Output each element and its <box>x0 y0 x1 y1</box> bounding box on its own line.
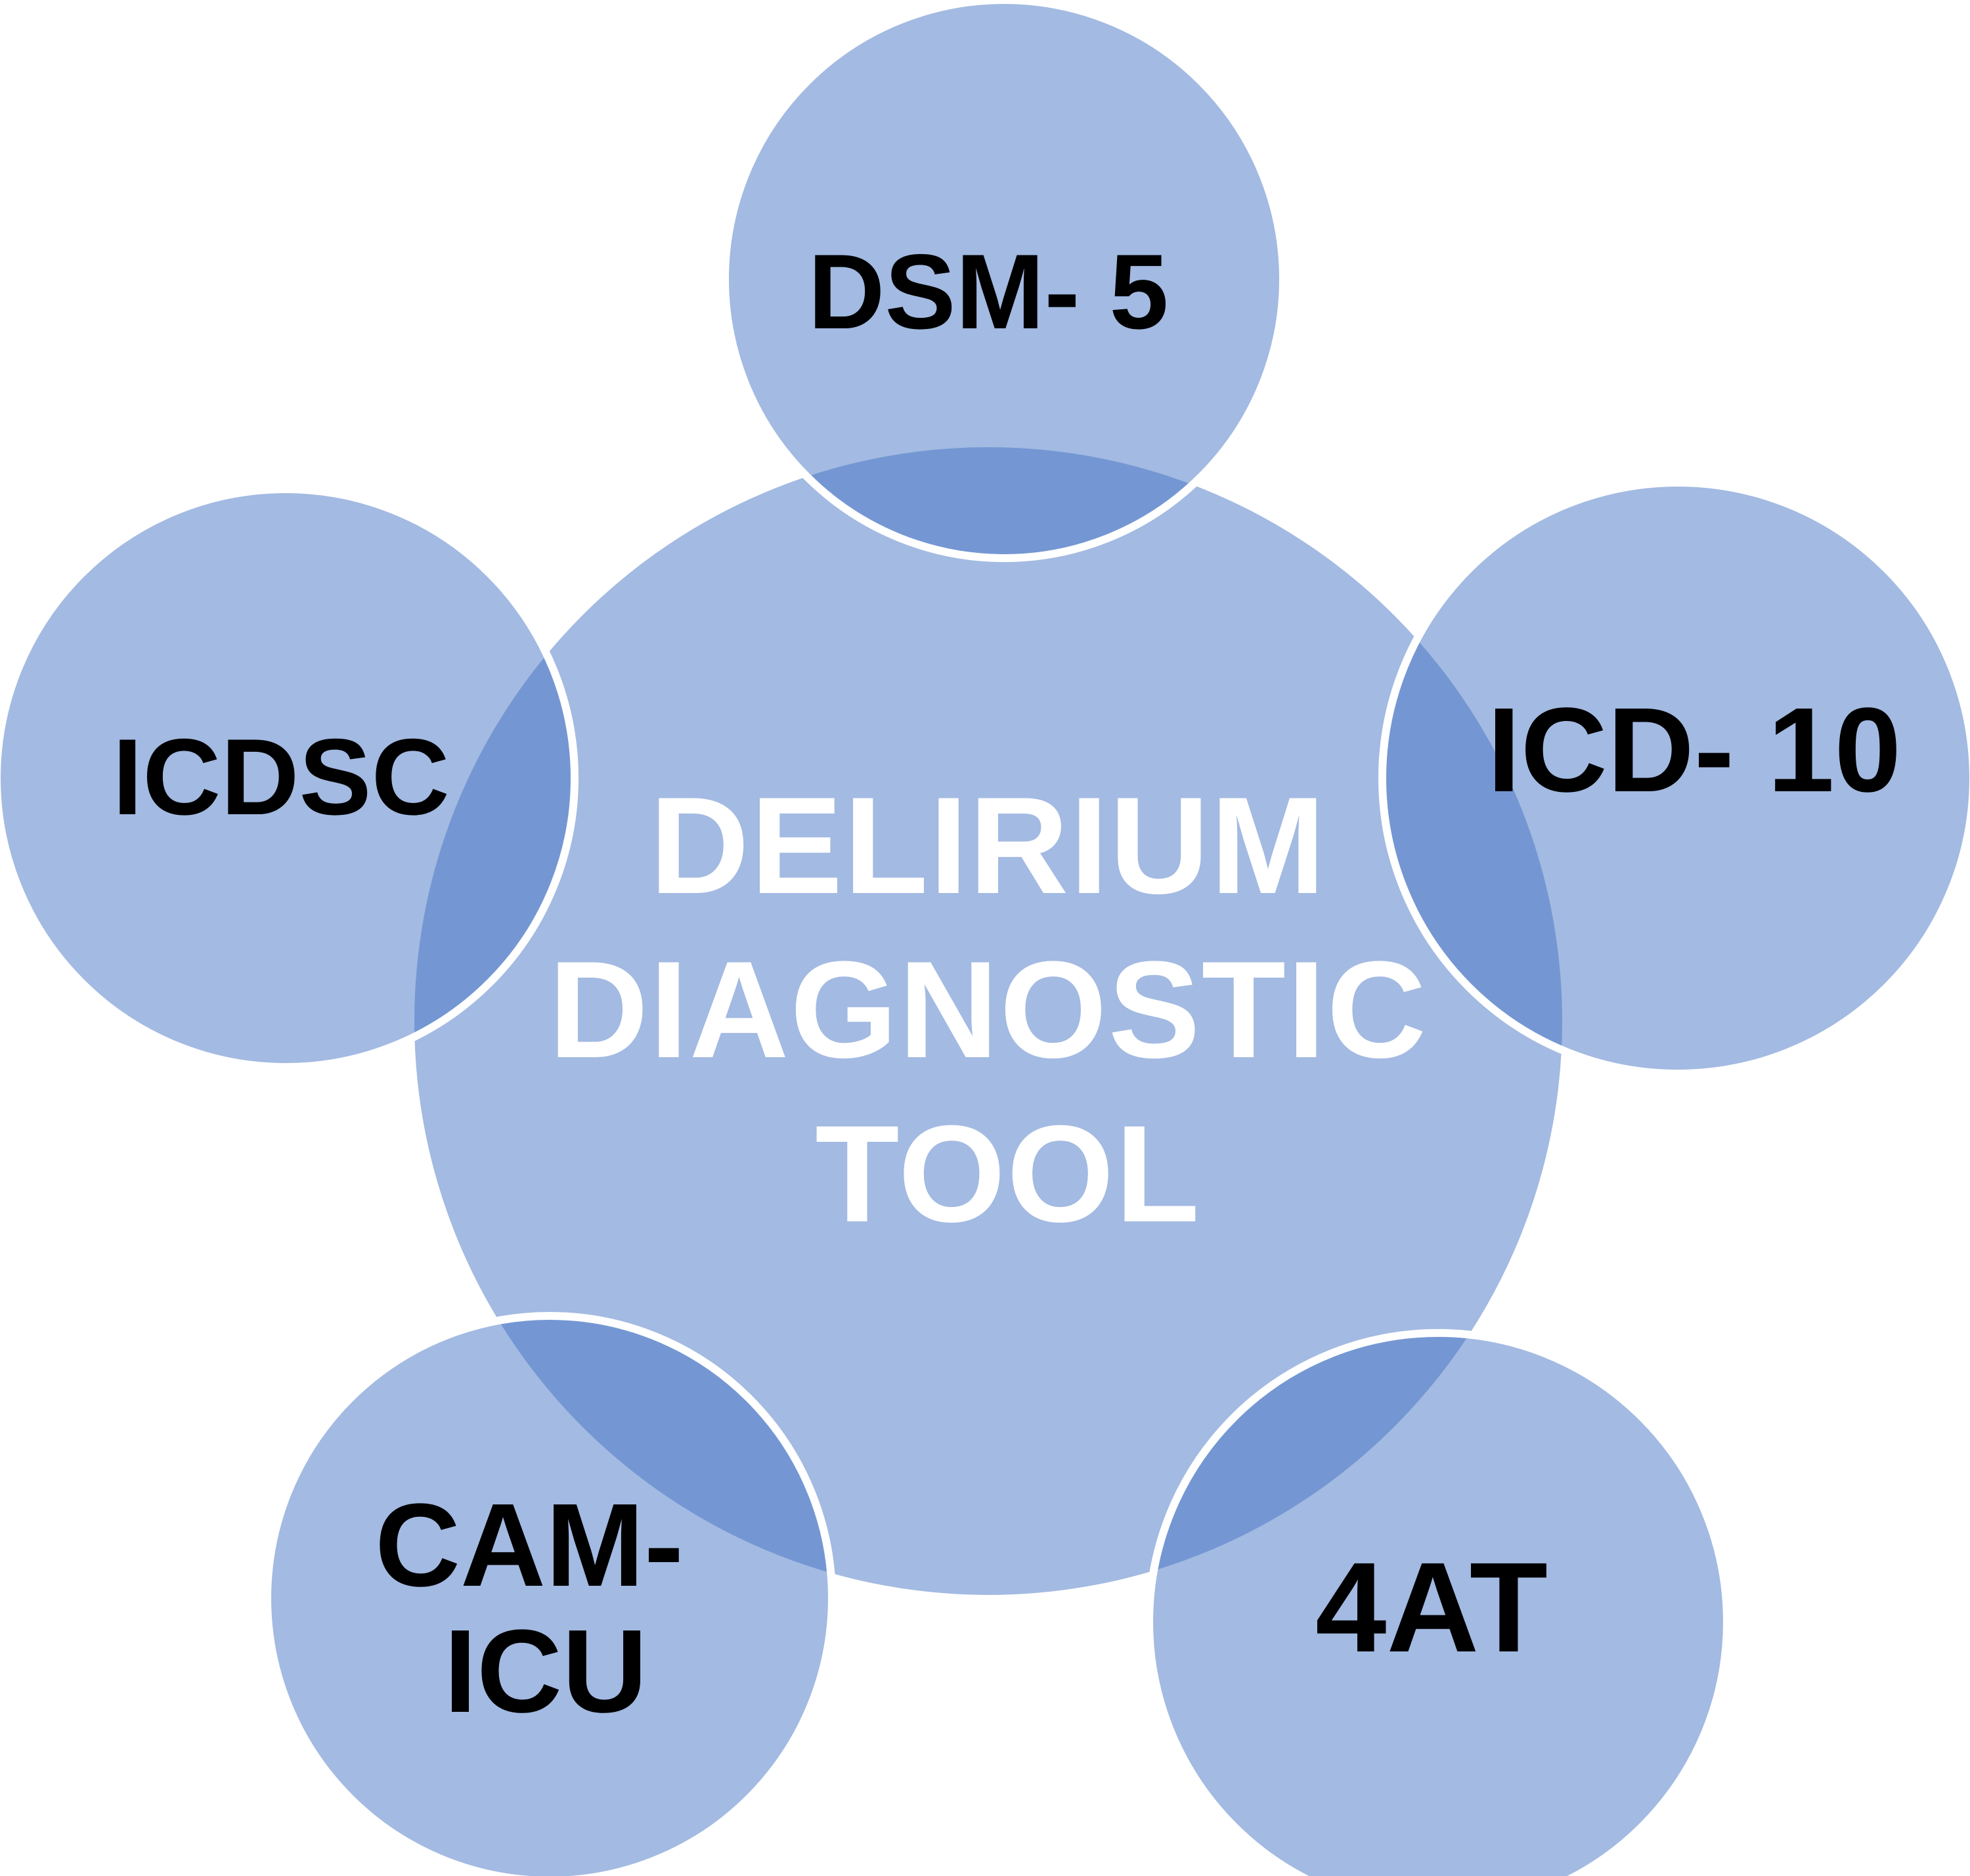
label-icd10: ICD- 10 <box>1487 682 1902 817</box>
central-label-line-3: TOOL <box>815 1097 1200 1251</box>
satellite-circle-cam-icu <box>263 1312 836 1876</box>
satellite-circle-icd10 <box>1378 479 1970 1078</box>
label-icdsc: ICDSC <box>112 716 449 837</box>
central-label-line-2: DIAGNOSTIC <box>549 932 1428 1087</box>
satellite-circle-icdsc <box>0 485 579 1071</box>
central-label: DELIRIUM DIAGNOSTIC TOOL <box>549 768 1468 1251</box>
label-cam-icu: CAM- ICU <box>375 1479 716 1737</box>
label-dsm5: DSM- 5 <box>808 232 1168 351</box>
label-cam-icu-line-2: ICU <box>444 1605 647 1737</box>
satellite-circle-dsm5 <box>721 0 1287 562</box>
central-label-line-1: DELIRIUM <box>649 768 1326 923</box>
central-circle-delirium-diagnostic-tool <box>406 439 1570 1603</box>
label-4at: 4AT <box>1315 1536 1548 1679</box>
label-cam-icu-line-1: CAM- <box>375 1479 684 1611</box>
satellite-circle-4at <box>1145 1329 1731 1876</box>
